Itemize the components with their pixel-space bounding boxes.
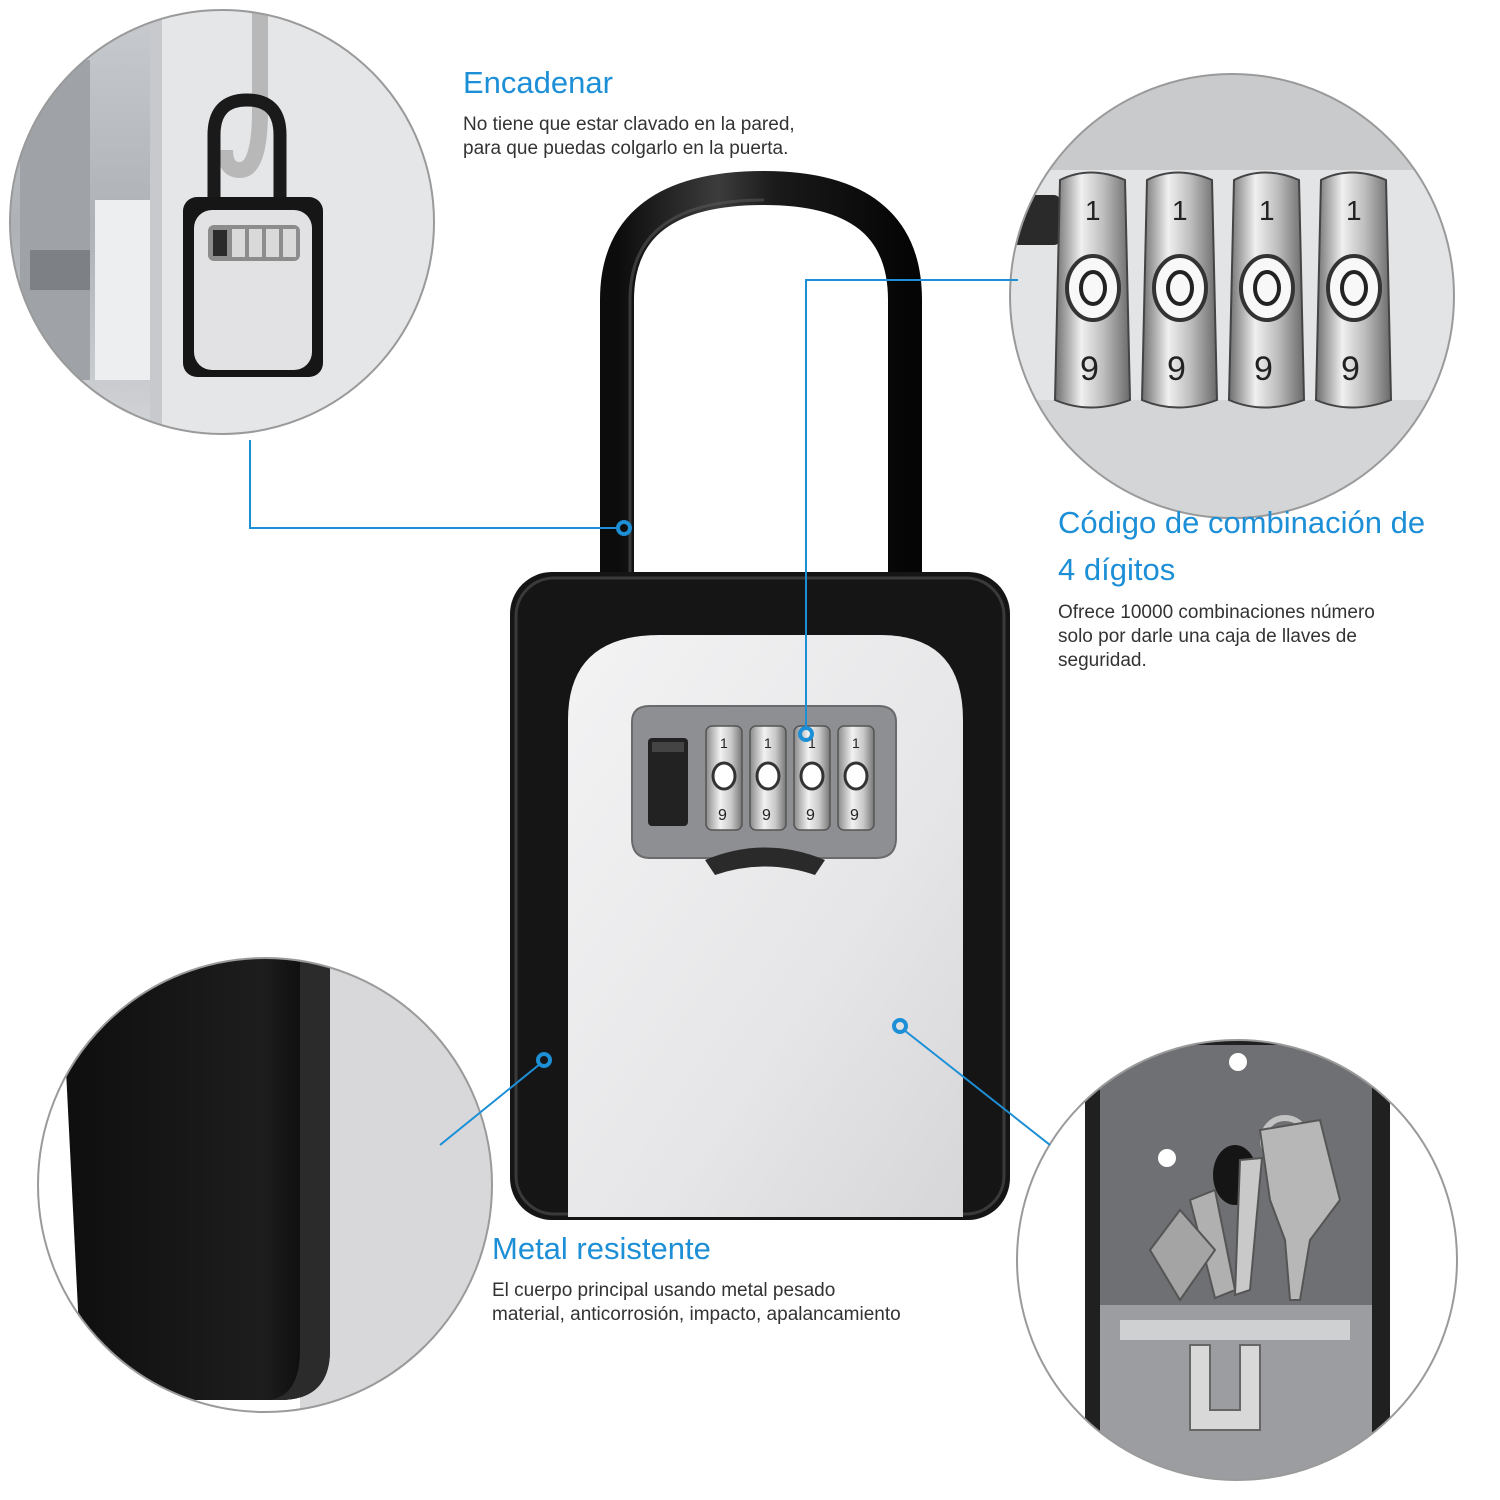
dial-closeup-detail: 1 9 1 9 1 9 <box>1009 73 1455 519</box>
callout-dot-shackle <box>616 520 632 536</box>
feature-body: No tiene que estar clavado en la pared, … <box>463 113 943 161</box>
feature-body-line: Ofrece 10000 combinaciones número <box>1058 602 1375 623</box>
feature-title-line: 4 dígitos <box>1058 551 1176 587</box>
callout-line-corner <box>439 1063 541 1146</box>
feature-body-line: solo por darle una caja de llaves de <box>1058 626 1357 647</box>
callout-line-shackle <box>249 440 620 529</box>
callout-dot-dials <box>798 726 814 742</box>
big-dial-top-digit: 1 <box>1346 195 1362 226</box>
door-hanging-detail <box>9 9 435 435</box>
callout-dot-keys <box>892 1018 908 1034</box>
shackle <box>600 170 922 585</box>
dial-bottom-digit: 9 <box>850 807 859 824</box>
dial-bottom-digit: 9 <box>806 807 815 824</box>
dial-top-digit: 1 <box>808 735 816 751</box>
callout-line-keys <box>903 1029 1051 1146</box>
feature-encadenar: Encadenar No tiene que estar clavado en … <box>463 60 943 161</box>
dial-top-digit: 1 <box>720 735 728 751</box>
big-dial-bottom-digit: 9 <box>1341 350 1360 388</box>
feature-body-line: material, anticorrosión, impacto, apalan… <box>492 1303 901 1325</box>
metal-corner-detail <box>37 957 493 1413</box>
feature-title: Encadenar <box>463 65 613 100</box>
lock-box-main: 1 9 1 9 1 9 1 9 <box>510 170 1010 1220</box>
release-button <box>648 738 688 826</box>
dial-top-digit: 1 <box>764 735 772 751</box>
feature-body-line: No tiene que estar clavado en la pared, <box>463 113 795 135</box>
feature-title-line: Código de combinación de <box>1058 505 1426 540</box>
feature-body-line: seguridad. <box>1058 650 1147 671</box>
big-dial-bottom-digit: 9 <box>1167 350 1186 388</box>
big-dial-top-digit: 1 <box>1259 195 1275 226</box>
combination-dials: 1 9 1 9 1 9 1 9 <box>705 725 875 831</box>
feature-body: Ofrece 10000 combinaciones número solo p… <box>1058 601 1488 673</box>
dial-bottom-digit: 9 <box>718 807 727 824</box>
big-dial-bottom-digit: 9 <box>1254 350 1273 388</box>
feature-title: Metal resistente <box>492 1231 711 1266</box>
feature-body-line: para que puedas colgarlo en la puerta. <box>463 137 789 159</box>
callout-line-dials <box>805 279 1018 728</box>
callout-lines <box>249 279 1051 1146</box>
feature-metal: Metal resistente El cuerpo principal usa… <box>492 1226 1022 1327</box>
feature-codigo: Código de combinación de 4 dígitos Ofrec… <box>1058 500 1488 673</box>
feature-title: Código de combinación de 4 dígitos <box>1058 500 1488 593</box>
dial-bottom-digit: 9 <box>762 807 771 824</box>
big-dial-top-digit: 1 <box>1085 195 1101 226</box>
feature-body: El cuerpo principal usando metal pesado … <box>492 1279 1022 1327</box>
keys-storage-detail <box>1016 1039 1458 1481</box>
feature-body-line: El cuerpo principal usando metal pesado <box>492 1279 836 1301</box>
callout-dot-corner <box>536 1052 552 1068</box>
big-dial-top-digit: 1 <box>1172 195 1188 226</box>
big-dial-bottom-digit: 9 <box>1080 350 1099 388</box>
dial-top-digit: 1 <box>852 735 860 751</box>
